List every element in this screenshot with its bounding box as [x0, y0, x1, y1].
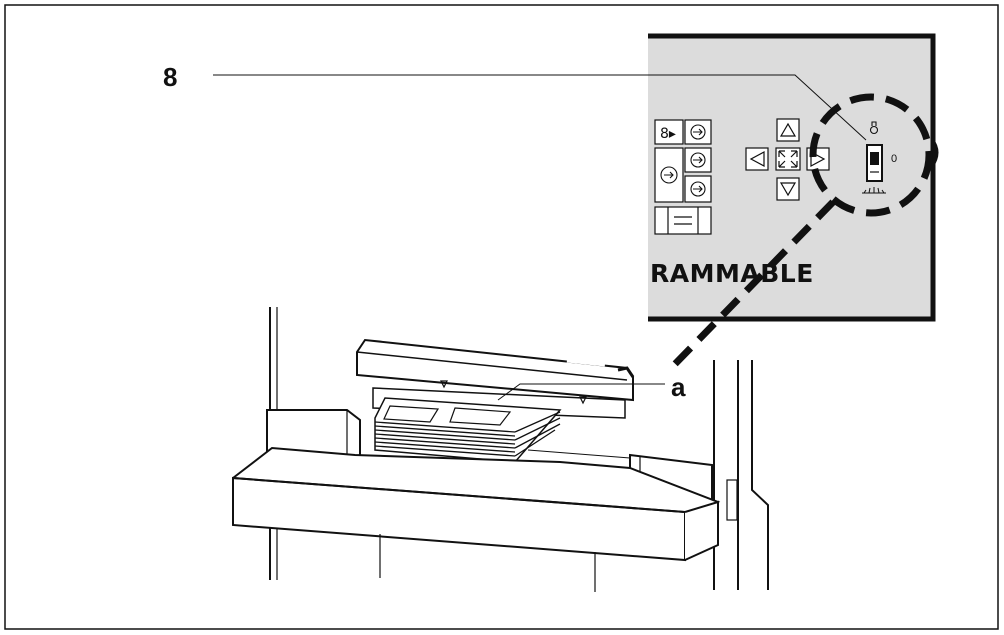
- enter-icon: [690, 152, 706, 168]
- enter-icon-arrow: [664, 171, 674, 179]
- table-edge: [232, 477, 686, 513]
- arrow-up-key: [776, 118, 800, 142]
- callout-8-label: 8: [163, 62, 177, 92]
- table-back-line: [527, 449, 631, 459]
- cutting-machine: [232, 307, 769, 592]
- zoom-circle: [809, 93, 933, 217]
- light-curtain-icon: [862, 187, 886, 194]
- enter-icon-arrow: [693, 185, 703, 193]
- paper-stack: [374, 397, 562, 463]
- lamp-icon: [869, 121, 879, 135]
- arrow-left-key: [745, 147, 769, 171]
- light-switch: 0: [862, 121, 897, 194]
- control-panel-inset: 8▸: [648, 33, 939, 322]
- arrow-left-icon: [749, 150, 765, 168]
- switch-mark-text: 0: [891, 153, 897, 165]
- panel-border: [648, 33, 936, 322]
- figure-frame: [4, 4, 999, 630]
- top-beam-highlight: [566, 357, 606, 367]
- top-beam-edge: [356, 351, 628, 381]
- expand-icon: [778, 150, 798, 168]
- callout-a-label: a: [671, 372, 686, 402]
- panel-brand-text: RAMMABLE: [650, 259, 814, 288]
- arrow-keypad: [745, 118, 830, 201]
- enter-icon-arrow: [693, 156, 703, 164]
- callout-8-leader: [213, 74, 867, 141]
- arrow-up-icon: [779, 122, 797, 137]
- top-beam-corner: [617, 366, 635, 378]
- arrow-right-icon: [810, 150, 826, 168]
- arrow-down-icon: [779, 182, 797, 197]
- digit-display-key: [654, 119, 684, 145]
- callout-a-leader: [497, 383, 665, 401]
- switch-rocker: [870, 152, 879, 165]
- zoom-connector: [671, 199, 836, 368]
- clamp-bar-marks: [440, 380, 587, 405]
- digit-display-key-glyph: 8▸: [660, 126, 676, 142]
- enter-icon: [690, 181, 706, 197]
- enter-icon-arrow: [693, 128, 703, 136]
- right-frame-edge: [751, 360, 769, 590]
- left-keypad: 8▸: [654, 119, 712, 235]
- enter-icon: [690, 124, 706, 140]
- panel-knob: [933, 138, 939, 168]
- arrow-down-key: [776, 177, 800, 201]
- enter-icon: [660, 166, 678, 184]
- equals-key: [654, 206, 712, 235]
- right-frame-slot: [726, 479, 738, 521]
- table-side: [684, 500, 719, 561]
